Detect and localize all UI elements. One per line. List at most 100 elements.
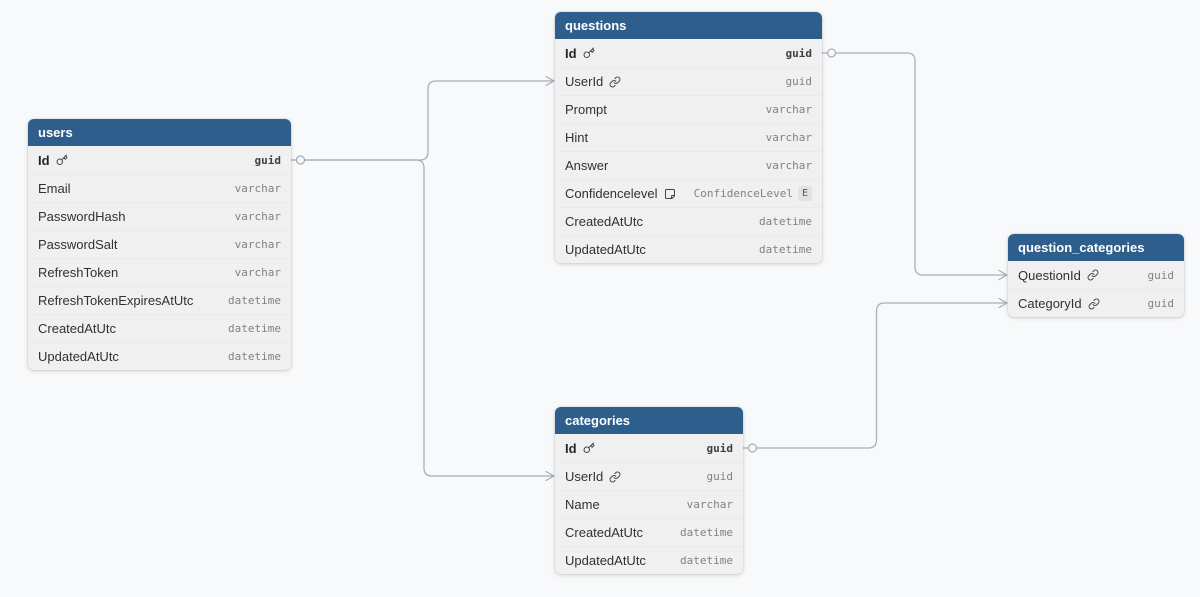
field-type: datetime (680, 526, 733, 539)
field-type-text: guid (254, 153, 282, 167)
field-type: guid (707, 442, 734, 455)
relationship-users-Id-to-categories-UserId[interactable] (290, 155, 555, 482)
field-name: UpdatedAtUtc (565, 553, 646, 568)
field-name: CreatedAtUtc (565, 214, 643, 229)
field-type-text: varchar (234, 182, 281, 195)
field-name-text: CategoryId (1018, 296, 1082, 311)
cardinality-one-marker (295, 155, 306, 165)
field-type-text: datetime (759, 215, 812, 228)
table-header[interactable]: questions (555, 12, 822, 39)
field-row-categories-Id: Id guid (555, 434, 743, 462)
field-type-text: datetime (228, 350, 281, 363)
field-name-text: PasswordHash (38, 209, 126, 224)
field-row-questions-UpdatedAtUtc: UpdatedAtUtc datetime (555, 235, 822, 263)
field-name-text: RefreshToken (38, 265, 119, 280)
relationship-line (835, 52, 1008, 281)
field-type-text: datetime (680, 554, 733, 567)
field-name-text: UpdatedAtUtc (565, 242, 646, 257)
relationship-categories-Id-to-question_categories-CategoryId[interactable] (742, 297, 1008, 453)
field-row-questions-CreatedAtUtc: CreatedAtUtc datetime (555, 207, 822, 235)
field-type-text: varchar (234, 266, 281, 279)
field-name: UpdatedAtUtc (565, 242, 646, 257)
key-icon (56, 154, 68, 166)
field-name: CategoryId (1018, 296, 1100, 311)
field-row-categories-Name: Name varchar (555, 490, 743, 518)
field-type: guid (255, 154, 282, 167)
field-name-text: CreatedAtUtc (565, 214, 644, 229)
field-type: guid (1148, 269, 1175, 282)
field-type: datetime (759, 243, 812, 256)
table-title: questions (565, 18, 627, 33)
field-type: guid (707, 470, 734, 483)
field-type-text: guid (706, 470, 734, 483)
field-type-text: datetime (759, 243, 812, 256)
field-name: RefreshToken (38, 265, 118, 280)
field-type: varchar (687, 498, 733, 511)
field-name: Prompt (565, 102, 607, 117)
relationship-users-Id-to-questions-UserId[interactable] (290, 75, 555, 165)
field-name-text: UpdatedAtUtc (565, 553, 646, 568)
field-row-users-PasswordSalt: PasswordSalt varchar (28, 230, 291, 258)
field-name: Id (565, 441, 595, 456)
field-name: RefreshTokenExpiresAtUtc (38, 293, 193, 308)
link-icon (1087, 269, 1099, 281)
table-title: users (38, 125, 73, 140)
field-type-text: guid (1147, 297, 1175, 310)
field-name-text: Id (565, 45, 577, 61)
field-name-text: UserId (565, 74, 604, 89)
field-name-text: Id (38, 152, 50, 168)
table-title: question_categories (1018, 240, 1145, 255)
field-type: varchar (235, 238, 281, 251)
field-type: datetime (228, 294, 281, 307)
field-name: PasswordSalt (38, 237, 117, 252)
field-name-text: UpdatedAtUtc (38, 349, 119, 364)
note-icon (664, 188, 676, 200)
link-icon (1088, 298, 1100, 310)
field-name: UserId (565, 74, 621, 89)
field-row-users-PasswordHash: PasswordHash varchar (28, 202, 291, 230)
field-name: Name (565, 497, 600, 512)
field-name-text: CreatedAtUtc (38, 321, 117, 336)
table-header[interactable]: categories (555, 407, 743, 434)
field-name-text: Confidencelevel (565, 186, 658, 201)
field-type-text: guid (785, 75, 813, 88)
relationship-line (304, 75, 555, 161)
enum-badge: E (797, 186, 812, 201)
field-name: PasswordHash (38, 209, 125, 224)
field-type: datetime (228, 350, 281, 363)
field-row-questions-UserId: UserId guid (555, 67, 822, 95)
field-type-text: guid (706, 441, 734, 455)
field-row-users-Id: Id guid (28, 146, 291, 174)
link-icon (609, 76, 621, 88)
cardinality-one-marker (826, 48, 837, 58)
field-row-question_categories-QuestionId: QuestionId guid (1008, 261, 1184, 289)
relationship-questions-Id-to-question_categories-QuestionId[interactable] (821, 48, 1008, 281)
table-header[interactable]: users (28, 119, 291, 146)
field-type: datetime (759, 215, 812, 228)
field-name: Id (38, 153, 68, 168)
field-type-text: varchar (686, 498, 733, 511)
field-name-text: Name (565, 497, 600, 512)
field-row-question_categories-CategoryId: CategoryId guid (1008, 289, 1184, 317)
field-name: QuestionId (1018, 268, 1099, 283)
field-name-text: Hint (565, 130, 589, 145)
field-type-text: guid (785, 46, 813, 60)
field-type: datetime (228, 322, 281, 335)
field-name-text: PasswordSalt (38, 237, 118, 252)
field-type: varchar (235, 210, 281, 223)
field-type: guid (786, 47, 813, 60)
field-type: datetime (680, 554, 733, 567)
table-header[interactable]: question_categories (1008, 234, 1184, 261)
